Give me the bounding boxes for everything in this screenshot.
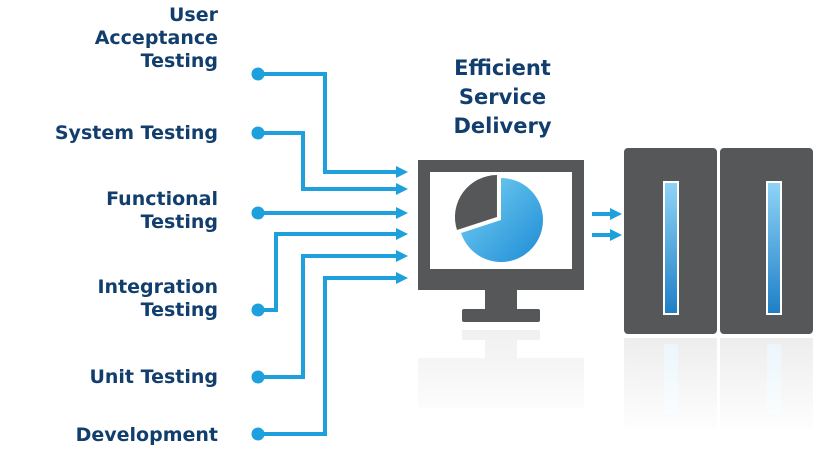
label-system-testing: System Testing [54,122,218,144]
label-integration-testing: Integration Testing [97,276,218,321]
connector-unit-testing [251,250,408,384]
label-development: Development [75,424,218,446]
connector-system-testing [251,126,408,195]
server-rack-icon [624,148,813,334]
connector-user-acceptance-testing [251,67,408,178]
output-arrows [592,208,622,241]
label-functional-testing: Functional Testing [106,188,218,233]
pie-segment-1 [461,178,543,262]
label-user-acceptance-testing: User Acceptance Testing [94,4,218,72]
connector-functional-testing [251,206,408,220]
connector-integration-testing [251,228,408,317]
pie-segment-2 [454,175,497,231]
connector-development [251,272,408,441]
pie-chart-icon [454,175,543,262]
label-unit-testing: Unit Testing [89,366,218,388]
diagram-title: Efficient Service Delivery [453,56,552,138]
